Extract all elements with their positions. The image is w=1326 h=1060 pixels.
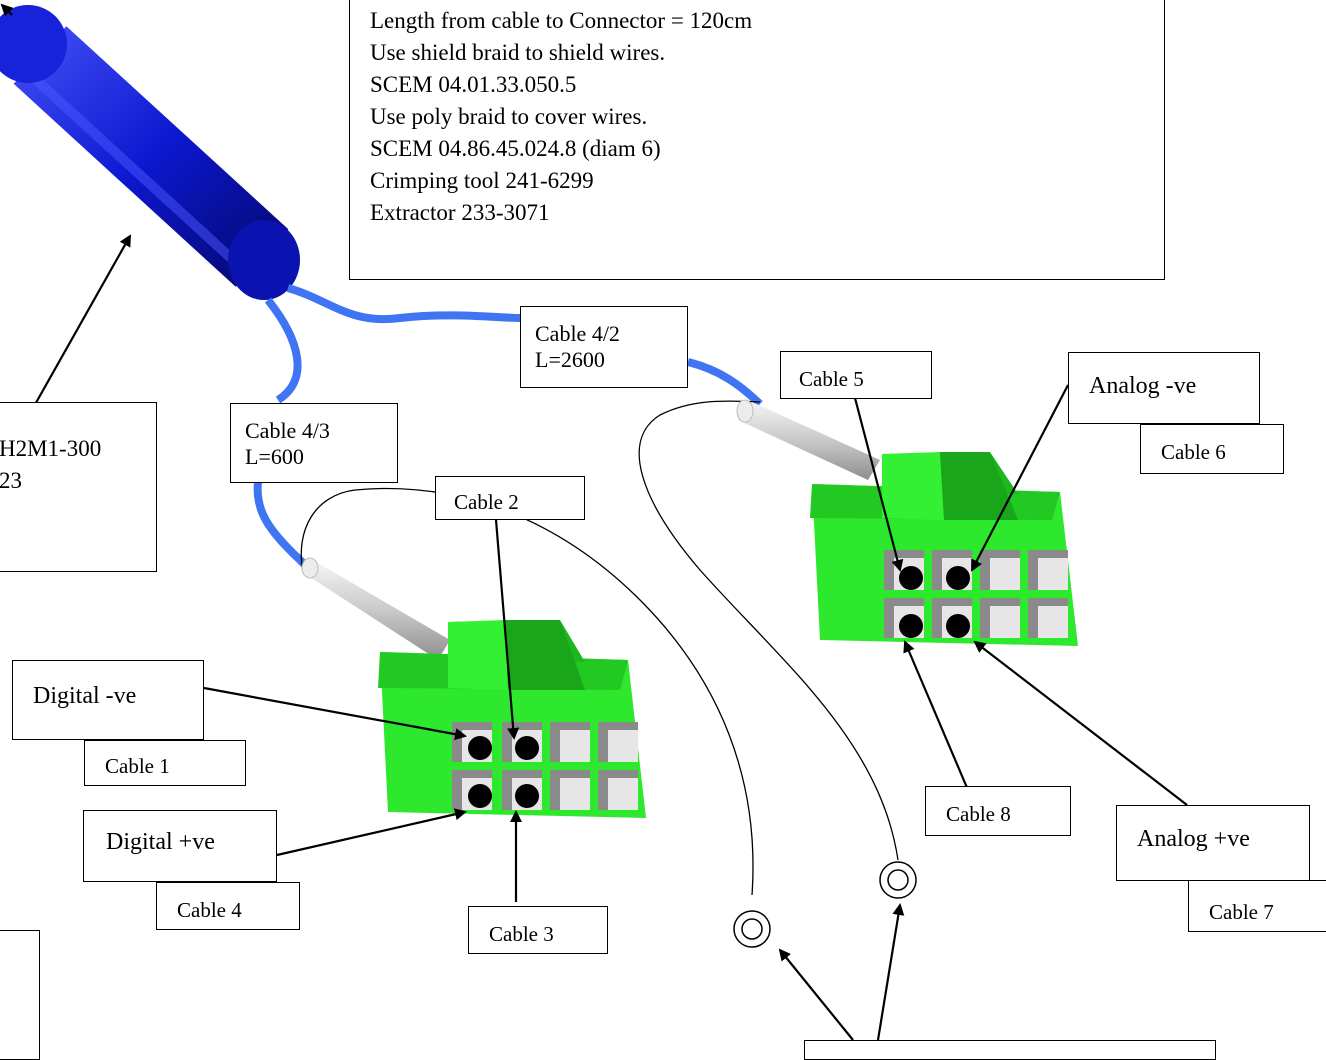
note-line: Crimping tool 241-6299 [370, 168, 594, 193]
label-text: Analog +ve [1137, 826, 1250, 852]
leader-arrows [0, 3, 1188, 1041]
pin-8 [1028, 598, 1068, 638]
label-digital-neg: Digital -ve [12, 660, 204, 740]
notes-box: Length from cable to Connector = 120cm U… [349, 0, 1165, 280]
pin-grid-analog [884, 550, 1068, 638]
pin-1 [452, 722, 492, 762]
label-text: Cable 6 [1161, 440, 1226, 464]
shield-wire-left [300, 487, 754, 896]
note-line: Extractor 233-3071 [370, 200, 550, 225]
note-line: Length from cable to Connector = 120cm [370, 8, 753, 33]
label-text: Cable 4 [177, 898, 242, 922]
label-text: Cable 1 [105, 754, 170, 778]
label-text: Cable 4/3 [245, 418, 330, 443]
pin-2 [932, 550, 972, 590]
label-text: Cable 3 [489, 922, 554, 946]
cable-spec-line: H2M1-300 [0, 436, 102, 461]
pin-2 [502, 722, 542, 762]
label-cable-4: Cable 4 [156, 882, 300, 930]
main-cable [0, 5, 300, 300]
pin-1 [884, 550, 924, 590]
pin-8 [598, 770, 638, 810]
label-cable-7: Cable 7 [1188, 880, 1326, 932]
pin-7 [550, 770, 590, 810]
label-cable-2: Cable 2 [435, 476, 585, 520]
connector-boot-right [736, 399, 880, 480]
pin-4 [1028, 550, 1068, 590]
label-text: L=2600 [535, 347, 605, 372]
label-digital-pos: Digital +ve [83, 810, 277, 882]
cable-spec-box: H2M1-300 23 [0, 402, 157, 572]
pin-6 [932, 598, 972, 638]
label-text: L=600 [245, 444, 304, 469]
pin-6 [502, 770, 542, 810]
label-text: Cable 7 [1209, 900, 1274, 924]
label-text: Analog -ve [1089, 373, 1197, 399]
label-cable-6: Cable 6 [1140, 424, 1284, 474]
label-text: Digital +ve [106, 829, 215, 855]
label-cable-3: Cable 3 [468, 906, 608, 954]
note-line: Use poly braid to cover wires. [370, 104, 648, 129]
ring-terminal-right [879, 861, 917, 899]
pin-grid-digital [452, 722, 638, 810]
note-line: SCEM 04.01.33.050.5 [370, 72, 577, 97]
note-line: Use shield braid to shield wires. [370, 40, 666, 65]
label-analog-neg: Analog -ve [1068, 352, 1260, 424]
partial-box-bottom-left [0, 930, 40, 1060]
pin-3 [980, 550, 1020, 590]
pin-7 [980, 598, 1020, 638]
shield-wire-right [638, 400, 899, 861]
label-text: Cable 5 [799, 367, 864, 391]
connector-boot-left [301, 557, 450, 660]
pin-5 [884, 598, 924, 638]
label-cable-5: Cable 5 [780, 351, 932, 399]
label-text: Cable 4/2 [535, 321, 620, 346]
label-cable-4-2: Cable 4/2 L=2600 [520, 306, 688, 388]
pin-3 [550, 722, 590, 762]
branch-cable-4-2 [286, 284, 763, 407]
pin-4 [598, 722, 638, 762]
label-text: Digital -ve [33, 683, 137, 709]
label-cable-1: Cable 1 [84, 740, 246, 786]
pin-5 [452, 770, 492, 810]
label-analog-pos: Analog +ve [1116, 805, 1310, 881]
partial-box-bottom-right [804, 1040, 1216, 1060]
label-cable-8: Cable 8 [925, 786, 1071, 836]
label-text: Cable 2 [454, 490, 519, 514]
note-line: SCEM 04.86.45.024.8 (diam 6) [370, 136, 661, 161]
ring-terminal-left [733, 910, 771, 948]
label-cable-4-3: Cable 4/3 L=600 [230, 403, 398, 483]
label-text: Cable 8 [946, 802, 1011, 826]
cable-spec-line: 23 [0, 468, 22, 493]
